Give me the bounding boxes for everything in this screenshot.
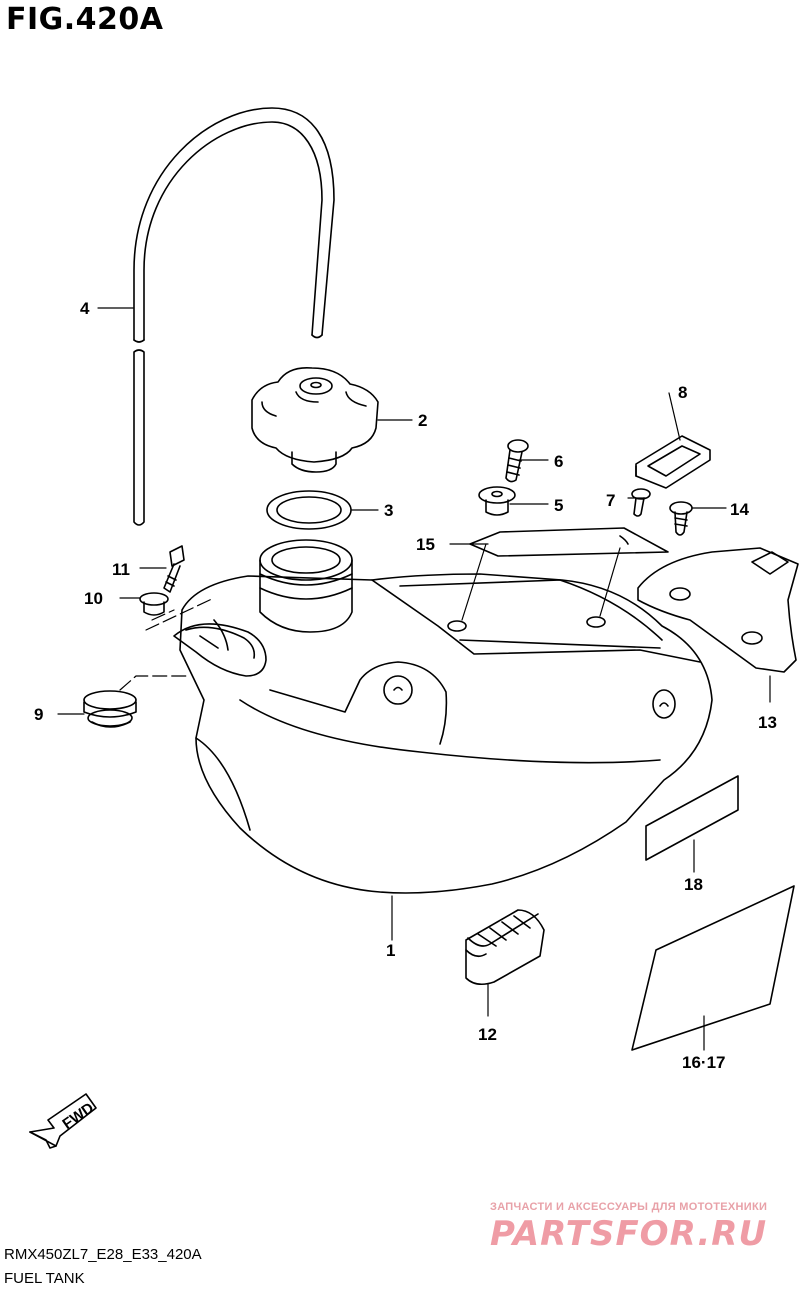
screw-7: [631, 488, 651, 517]
callout-8: 8: [678, 383, 687, 402]
callout-2: 2: [418, 411, 427, 430]
tank-decal: [631, 885, 795, 1051]
collar-10: [139, 592, 169, 616]
callout-13: 13: [758, 713, 777, 732]
callout-10: 10: [84, 589, 103, 608]
callout-18: 18: [684, 875, 703, 894]
callout-numbers: 4 2 3 6 5 7 8 14 15 13 9 10 11 1 12 18 1…: [34, 299, 777, 1072]
fwd-arrow-icon: FWD: [29, 1093, 97, 1149]
side-cover: [637, 547, 799, 673]
callout-12: 12: [478, 1025, 497, 1044]
watermark-tagline: ЗАПЧАСТИ И АКСЕССУАРЫ ДЛЯ МОТОТЕХНИКИ: [490, 1201, 768, 1213]
strap-clip: [635, 435, 711, 489]
watermark-logo: PARTSFOR.RU: [490, 1214, 768, 1254]
collar: [478, 486, 516, 516]
mounting-plate: [469, 527, 669, 557]
breather-hose: [133, 107, 335, 526]
callout-1: 1: [386, 941, 395, 960]
callout-5: 5: [554, 496, 563, 515]
callout-7: 7: [606, 491, 615, 510]
callout-4: 4: [80, 299, 90, 318]
leader-lines: [57, 307, 771, 1051]
callout-3: 3: [384, 501, 393, 520]
callout-9: 9: [34, 705, 43, 724]
fuel-cap: [251, 366, 379, 473]
caution-label: [645, 775, 739, 861]
section-name: FUEL TANK: [4, 1270, 85, 1287]
callout-15: 15: [416, 535, 435, 554]
figure-title: FIG.420A: [6, 2, 164, 37]
cap-gasket: [266, 490, 352, 530]
callout-6: 6: [554, 452, 563, 471]
grommet: [83, 690, 137, 728]
callout-11: 11: [112, 560, 130, 579]
screw-6: [505, 439, 529, 483]
callout-16-17: 16·17: [682, 1053, 725, 1072]
fuel-tank: [173, 539, 713, 894]
screw-14: [669, 501, 693, 536]
bolt-11: [163, 545, 185, 593]
rubber-pad: [465, 909, 545, 986]
callout-14: 14: [730, 500, 749, 519]
model-code: RMX450ZL7_E28_E33_420A: [4, 1246, 202, 1263]
